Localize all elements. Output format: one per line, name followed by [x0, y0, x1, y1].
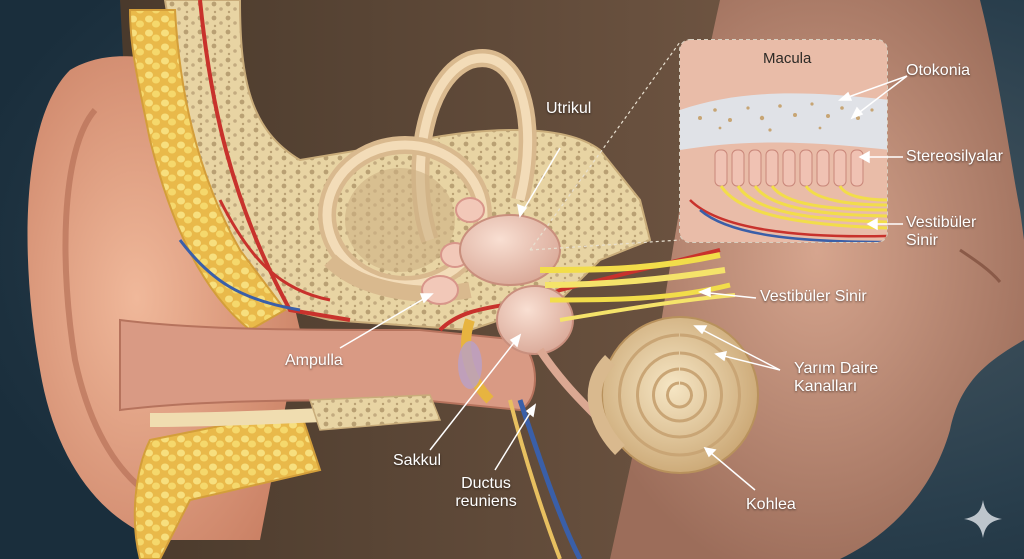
artery-1 [198, 0, 351, 322]
eardrum [458, 341, 482, 389]
annotation-arrows [339, 75, 908, 491]
label-inset-vestibuler-line2: Sinir [906, 232, 939, 249]
label-ductus-line1: Ductus [461, 475, 511, 492]
label-ductus-reuniens: Ductus reuniens [448, 475, 524, 511]
label-yarim-daire-line1: Yarım Daire [794, 360, 879, 377]
nerve-lower [508, 399, 562, 559]
label-stereosilyalar: Stereosilyalar [906, 148, 1003, 165]
label-ampulla: Ampulla [285, 352, 343, 369]
vein-2 [517, 399, 583, 559]
macula-inset [679, 39, 888, 243]
ampulla [421, 275, 459, 305]
label-yarim-daire-line2: Kanalları [794, 378, 858, 395]
lips [959, 248, 1002, 283]
vein-1 [178, 239, 301, 312]
inset-connector-bottom [529, 239, 681, 251]
fat-layer-lower [133, 408, 322, 559]
inset-connector-top [529, 41, 681, 251]
artery-2 [218, 199, 331, 302]
fat-layer-upper [128, 9, 287, 332]
otolithic-membrane [680, 93, 887, 150]
label-vestibuler-sinir: Vestibüler Sinir [760, 288, 867, 305]
label-macula: Macula [763, 50, 812, 67]
label-utrikul: Utrikul [546, 100, 592, 117]
label-yarim-daire-kanallari: Yarım Daire Kanalları [794, 360, 878, 396]
label-ductus-line2: reuniens [455, 493, 517, 510]
label-inset-vestibuler-line1: Vestibüler [906, 214, 977, 231]
ear-canal [119, 318, 536, 412]
label-otokonia: Otokonia [906, 62, 971, 79]
lower-bone-plate [308, 394, 442, 431]
label-inset-vestibuler-sinir: Vestibüler Sinir [906, 214, 976, 250]
ear-helix-fold [62, 108, 162, 503]
sparkle-icon [964, 500, 1002, 538]
label-sakkul: Sakkul [393, 452, 442, 469]
utricle [459, 214, 561, 286]
label-kohlea: Kohlea [746, 496, 796, 513]
